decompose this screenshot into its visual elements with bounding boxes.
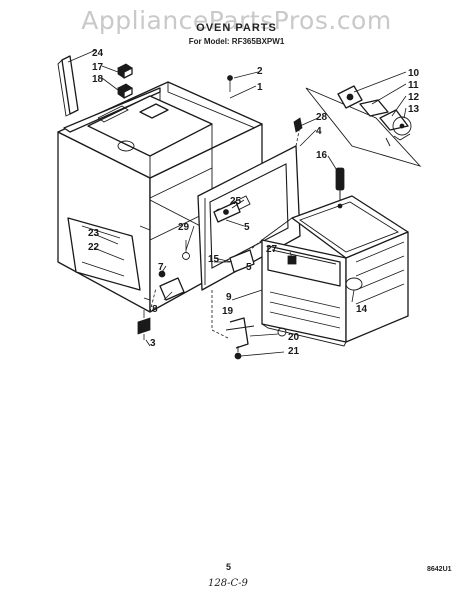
callout-15: 15 xyxy=(208,254,220,265)
callout-19: 19 xyxy=(222,306,234,317)
handwritten-note: 128-C-9 xyxy=(208,578,248,589)
spring-20 xyxy=(249,327,287,337)
page-number: 5 xyxy=(226,562,232,572)
callout-10: 10 xyxy=(408,68,420,79)
callout-leaders xyxy=(67,49,407,347)
clip-8 xyxy=(159,277,185,301)
callout-14: 14 xyxy=(356,304,368,315)
callout-12: 12 xyxy=(408,92,420,103)
oven-cabinet xyxy=(57,81,263,313)
callout-4: 4 xyxy=(316,126,322,137)
callout-16: 16 xyxy=(316,150,328,161)
oven-liner-14 xyxy=(261,190,409,347)
callout-22: 22 xyxy=(88,242,100,253)
callout-17: 17 xyxy=(92,62,104,73)
callout-7: 7 xyxy=(158,262,164,273)
callout-3: 3 xyxy=(150,338,156,349)
callout-2: 2 xyxy=(257,66,263,77)
bracket-19 xyxy=(225,317,255,352)
diagram-code: 8642U1 xyxy=(427,566,452,573)
screw-21 xyxy=(234,351,285,360)
callout-9: 9 xyxy=(226,292,232,303)
callout-25: 25 xyxy=(230,196,242,207)
diagram-title: OVEN PARTS xyxy=(196,22,277,34)
callout-5: 5 xyxy=(244,222,250,233)
callout-5b: 5 xyxy=(246,262,252,273)
side-bracket-24 xyxy=(57,55,79,117)
screw-2 xyxy=(227,75,233,92)
leveling-leg-3 xyxy=(137,310,151,340)
callout-18: 18 xyxy=(92,74,104,85)
bracket-15 xyxy=(214,249,255,273)
assembly-guide-lines xyxy=(149,125,301,339)
callout-29: 29 xyxy=(178,222,190,233)
model-number: For Model: RF365BXPW1 xyxy=(188,37,285,46)
callout-1: 1 xyxy=(257,82,263,93)
callout-28: 28 xyxy=(316,112,328,123)
callout-24: 24 xyxy=(92,48,104,59)
screw-28 xyxy=(293,117,303,133)
spacer-block-17 xyxy=(117,63,133,79)
watermark: AppliancePartsPros.com xyxy=(81,6,392,35)
callout-27: 27 xyxy=(266,244,278,255)
callout-13: 13 xyxy=(408,104,420,115)
callout-23: 23 xyxy=(88,228,100,239)
callout-21: 21 xyxy=(288,346,300,357)
nut-7 xyxy=(158,270,166,278)
callout-8: 8 xyxy=(152,304,158,315)
callout-20: 20 xyxy=(288,332,300,343)
callout-labels: 24 17 18 2 1 10 11 12 13 28 4 16 25 5 29… xyxy=(88,48,420,357)
spacer-block-18 xyxy=(117,83,133,99)
callout-11: 11 xyxy=(408,80,419,91)
igniter-16 xyxy=(335,167,345,200)
